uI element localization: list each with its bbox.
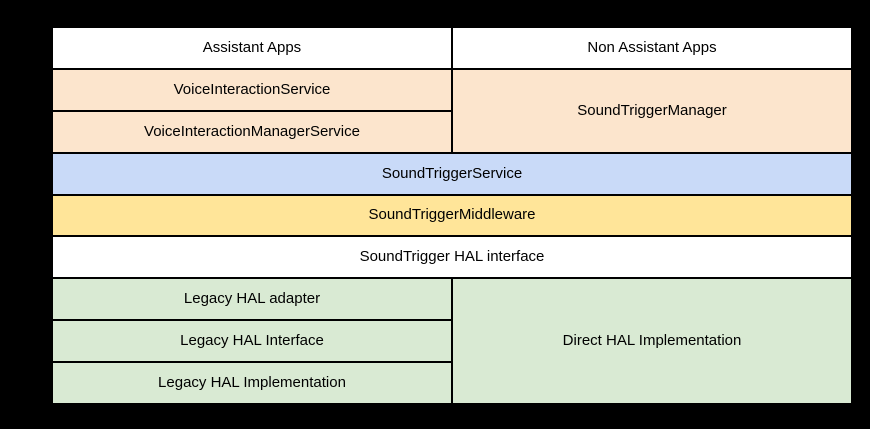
cell-non-assistant-apps: Non Assistant Apps — [453, 28, 851, 68]
cell-sound-trigger-service: SoundTriggerService — [53, 153, 851, 194]
cell-voice-interaction-manager-service: VoiceInteractionManagerService — [53, 111, 451, 152]
soundtrigger-stack-diagram: Assistant Apps Non Assistant Apps VoiceI… — [53, 28, 851, 403]
cell-direct-hal-implementation: Direct HAL Implementation — [453, 279, 851, 403]
cell-soundtrigger-hal-interface: SoundTrigger HAL interface — [53, 237, 851, 278]
cell-legacy-hal-implementation: Legacy HAL Implementation — [53, 363, 451, 403]
cell-voice-interaction-service: VoiceInteractionService — [53, 69, 451, 110]
cell-legacy-hal-adapter: Legacy HAL adapter — [53, 279, 451, 320]
cell-assistant-apps: Assistant Apps — [53, 28, 451, 68]
cell-sound-trigger-middleware: SoundTriggerMiddleware — [53, 195, 851, 236]
cell-legacy-hal-interface: Legacy HAL Interface — [53, 321, 451, 362]
cell-sound-trigger-manager: SoundTriggerManager — [453, 69, 851, 152]
